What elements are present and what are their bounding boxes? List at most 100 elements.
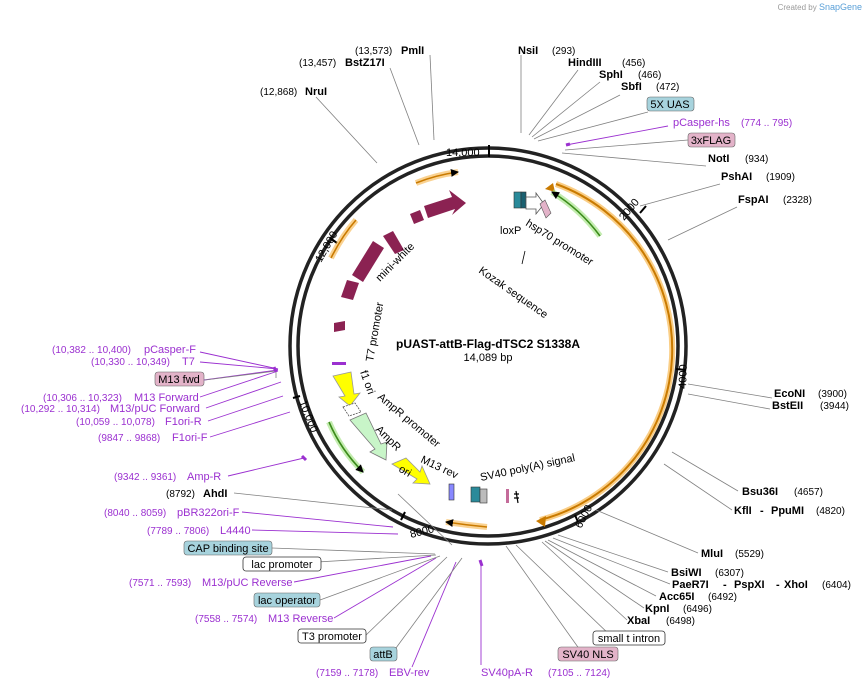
site-xhoi: XhoI — [784, 579, 808, 591]
site-mlui-pos: (5529) — [735, 549, 764, 560]
dtsc2-cds-arrowhead — [536, 516, 546, 527]
site-xbai-pos: (6498) — [666, 616, 695, 627]
site-nrui-pos: (12,868) — [260, 87, 297, 98]
tick-marks — [292, 145, 687, 523]
site-econi: EcoNI — [774, 388, 805, 400]
dtsc2-cds-line — [539, 183, 674, 521]
label-loxp: loxP — [500, 225, 521, 237]
left-primer-lines — [199, 351, 457, 668]
primer-f1ori-f-pos: (9847 .. 9868) — [98, 433, 160, 444]
primer-f1ori-r: F1ori-R — [165, 416, 202, 428]
site-fspai: FspAI — [738, 194, 769, 206]
tick-label-4000: 4000 — [677, 364, 690, 389]
box-small-t-intron-label: small t intron — [598, 633, 660, 645]
box-lac-promoter-frame — [242, 556, 322, 572]
credit-brand: SnapGene — [818, 2, 862, 12]
label-kozak-sequence: Kozak sequence — [476, 265, 550, 321]
primer-f1ori-r-pos: (10,059 .. 10,078) — [76, 417, 155, 428]
box-sv40-nls-label: SV40 NLS — [562, 649, 613, 661]
site-pshai-pos: (1909) — [766, 172, 795, 183]
site-sphi: SphI — [599, 69, 623, 81]
primer-t7-pos: (10,330 .. 10,349) — [91, 357, 170, 368]
primer-f1ori-f: F1ori-F — [172, 432, 208, 444]
site-pmli-pos: (13,573) — [355, 46, 392, 57]
t7-primer-block — [332, 362, 346, 365]
orange-arc-bottom-line — [445, 519, 488, 528]
primer-pcasper-hs-line — [565, 125, 669, 146]
primer-sv40pa-r: SV40pA-R — [481, 667, 533, 679]
primer-pcasper-f-pos: (10,382 .. 10,400) — [52, 345, 131, 356]
plasmid-length: 14,089 bp — [464, 352, 513, 364]
ampr-arrow — [349, 412, 388, 461]
site-ppumi-sep: - — [760, 505, 764, 517]
box-cap-binding-site — [183, 540, 273, 556]
site-noti: NotI — [708, 153, 729, 165]
primer-pcasper-hs: pCasper-hs — [673, 117, 730, 129]
orange-arc-left-line — [330, 219, 357, 259]
site-sbfi-pos: (472) — [656, 82, 679, 93]
ampr-promoter-box — [342, 402, 362, 417]
label-t7-promoter: T7 promoter — [364, 301, 386, 362]
site-bstz17i: BstZ17I — [345, 57, 385, 69]
site-pshai: PshAI — [721, 171, 752, 183]
box-3xflag-label: 3xFLAG — [691, 135, 731, 147]
sv40-nls-block — [506, 489, 509, 503]
site-sphi-pos: (466) — [638, 70, 661, 81]
site-xbai: XbaI — [627, 615, 650, 627]
uas-block — [520, 191, 527, 209]
label-hsp70-promoter: hsp70 promoter — [523, 217, 595, 268]
site-kpni: KpnI — [645, 603, 669, 615]
box-m13-fwd — [154, 371, 205, 387]
sv40-pa-marker — [514, 490, 519, 504]
site-ahdi-pos: (8792) — [166, 489, 195, 500]
box-lac-operator — [253, 592, 321, 608]
primer-pcasper-hs-pos: (774 .. 795) — [741, 118, 792, 129]
primer-pbr322ori-f-pos: (8040 .. 8059) — [104, 508, 166, 519]
site-xhoi-pos: (6404) — [822, 580, 851, 591]
site-ppumi: PpuMI — [771, 505, 804, 517]
site-fspai-pos: (2328) — [783, 195, 812, 206]
primer-m13-forward-pos: (10,306 .. 10,323) — [43, 393, 122, 404]
box-cap-binding-site-label: CAP binding site — [187, 543, 268, 555]
tick-label-14000: 14,000 — [446, 147, 480, 159]
box-lac-operator-label: lac operator — [258, 595, 316, 607]
primer-m13puc-forward: M13/pUC Forward — [110, 403, 200, 415]
site-econi-pos: (3900) — [818, 389, 847, 400]
site-pspxi: PspXI — [734, 579, 765, 591]
box-5x-uas — [646, 96, 695, 112]
site-bsteii: BstEII — [772, 400, 803, 412]
box-small-t-intron — [592, 630, 666, 646]
box-attb-label: attB — [373, 649, 393, 661]
ori-arrow — [391, 457, 431, 485]
primer-m13-reverse-pos: (7558 .. 7574) — [195, 614, 257, 625]
credit-prefix: Created by — [777, 3, 817, 12]
box-m13-fwd-label: M13 fwd — [158, 374, 200, 386]
primer-m13-reverse: M13 Reverse — [268, 613, 333, 625]
site-bsteii-pos: (3944) — [820, 401, 849, 412]
site-bsiwi-pos: (6307) — [715, 568, 744, 579]
site-hindiii-pos: (456) — [622, 58, 645, 69]
primer-pbr322ori-f: pBR322ori-F — [177, 507, 240, 519]
dtsc2-cds-tail — [545, 183, 555, 192]
tick-label-10000: 10,000 — [296, 399, 320, 435]
label-ori: ori — [397, 463, 414, 480]
plasmid-name: pUAST-attB-Flag-dTSC2 S1338A — [396, 337, 580, 351]
loxp-block — [513, 191, 522, 209]
site-pmli: PmlI — [401, 45, 424, 57]
primer-amp-r: Amp-R — [187, 471, 221, 483]
primer-ebv-rev-pos: (7159 .. 7178) — [316, 668, 378, 679]
primer-l4440-pos: (7789 .. 7806) — [147, 526, 209, 537]
mini-white-feature — [334, 190, 466, 332]
primer-sv40pa-r-pos: (7105 .. 7124) — [548, 668, 610, 679]
site-pspxi-sep: - — [723, 579, 727, 591]
primer-m13puc-reverse: M13/pUC Reverse — [202, 577, 292, 589]
box-t3-promoter — [297, 628, 367, 644]
tick-label-8000: 8000 — [409, 523, 436, 541]
site-kfli-pos: (4820) — [816, 506, 845, 517]
t3-block — [479, 488, 488, 504]
site-bstz17i-pos: (13,457) — [299, 58, 336, 69]
primer-amp-r-pos: (9342 .. 9361) — [114, 472, 176, 483]
primer-m13-forward: M13 Forward — [134, 392, 199, 404]
green-arc-top-line — [551, 191, 601, 237]
box-t3-promoter-label: T3 promoter — [302, 631, 362, 643]
